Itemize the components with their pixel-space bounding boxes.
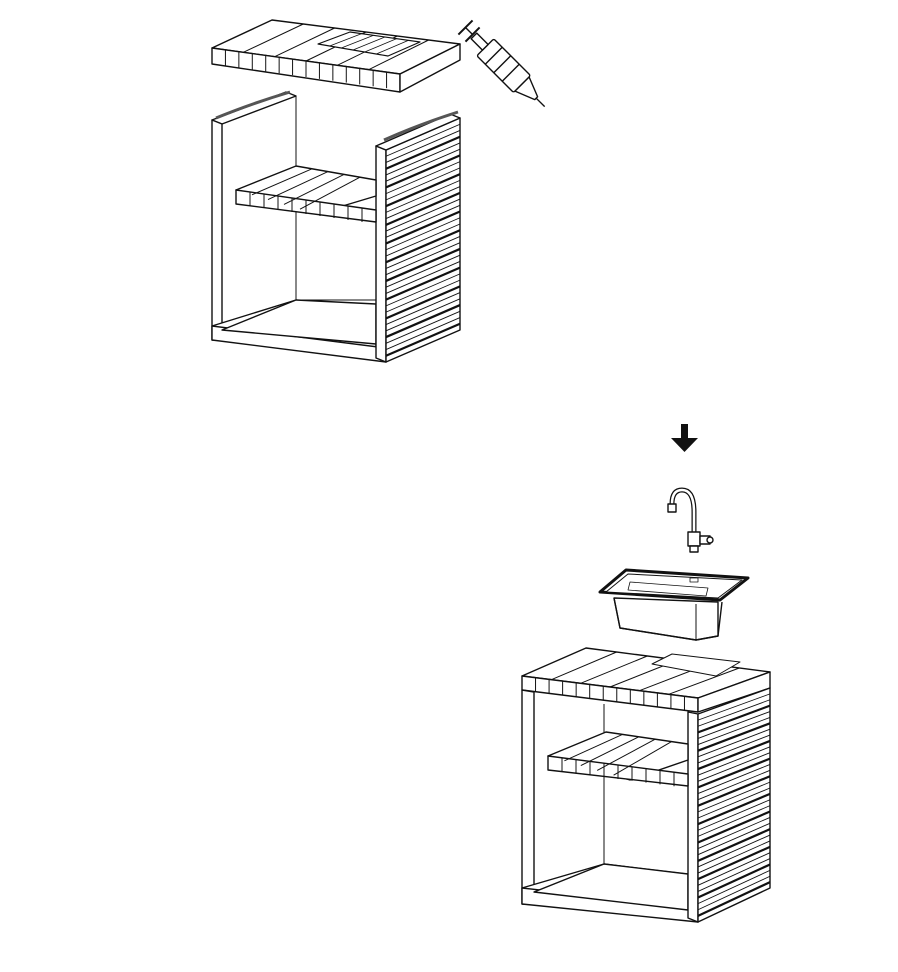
slat-line	[697, 716, 771, 746]
slat-line	[596, 738, 656, 771]
slat-line	[385, 304, 461, 339]
slat-line	[385, 186, 461, 220]
slat-line	[385, 123, 461, 157]
slat-line	[385, 236, 461, 269]
down-arrow-icon	[671, 424, 698, 452]
slat-line	[329, 33, 362, 47]
slat-line	[352, 36, 386, 51]
slat-line	[385, 148, 461, 182]
slat-line	[697, 881, 771, 917]
slat-line	[697, 722, 771, 752]
slat-line	[243, 23, 304, 53]
slat-line	[697, 746, 771, 776]
slat-line	[697, 711, 771, 739]
sink-basin-icon	[598, 568, 750, 641]
slat-line	[385, 161, 461, 195]
slat-line	[274, 27, 335, 58]
slat-line	[697, 852, 771, 886]
slat-line	[385, 204, 461, 238]
slat-line	[385, 242, 461, 276]
slat-line	[580, 736, 640, 767]
slat-line	[697, 816, 771, 850]
slat-line	[385, 223, 461, 257]
slat-line	[551, 651, 617, 681]
slat-line	[564, 733, 623, 762]
slat-line	[341, 34, 374, 49]
slat-line	[697, 810, 771, 844]
slat-line	[385, 173, 461, 208]
slat-line	[385, 260, 461, 294]
slat-line	[385, 247, 461, 282]
slat-line	[697, 840, 771, 874]
slat-line	[697, 734, 771, 764]
slat-line	[385, 285, 461, 320]
slat-line	[697, 863, 771, 899]
slat-line	[385, 135, 461, 170]
slat-line	[251, 168, 313, 196]
slat-line	[697, 781, 771, 813]
slat-line	[385, 310, 461, 344]
slat-line	[385, 167, 461, 201]
slat-line	[697, 764, 771, 794]
slat-line	[385, 279, 461, 313]
slat-line	[697, 739, 771, 771]
slat-line	[283, 173, 345, 205]
slat-line	[385, 191, 461, 226]
cabinet-frame	[211, 90, 461, 363]
slat-line	[385, 266, 461, 301]
countertop-panel	[211, 19, 461, 93]
slat-line	[385, 292, 461, 326]
slat-line	[364, 38, 397, 53]
adhesive-bead-right	[383, 110, 459, 142]
slat-line	[697, 805, 771, 837]
adhesive-bead-left	[215, 90, 291, 120]
slat-line	[385, 210, 461, 245]
slat-line	[697, 775, 771, 807]
installed-sink-opening	[651, 653, 741, 677]
slat-line	[697, 699, 771, 727]
slat-line	[385, 130, 461, 163]
slat-line	[368, 39, 429, 71]
slat-line	[580, 655, 648, 684]
slat-line	[697, 875, 771, 911]
slat-line	[385, 322, 461, 357]
slat-line	[697, 693, 771, 721]
adhesive-syringe-icon	[457, 19, 546, 108]
shelf-slats	[235, 165, 377, 223]
slat-line	[385, 198, 461, 232]
slat-line	[385, 317, 461, 350]
slat-line	[385, 179, 461, 213]
slat-line	[697, 769, 771, 801]
slat-line	[697, 845, 771, 881]
slat-line	[697, 828, 771, 862]
slat-line	[697, 752, 771, 782]
slat-line	[385, 142, 461, 176]
slat-line	[697, 869, 771, 905]
slat-line	[697, 799, 771, 831]
slat-line	[697, 822, 771, 856]
slat-line	[697, 757, 771, 789]
slat-line	[697, 858, 771, 892]
slat-line	[267, 171, 329, 201]
slat-line	[697, 787, 771, 819]
slat-line	[376, 39, 409, 55]
slat-line	[697, 834, 771, 868]
slat-line	[697, 728, 771, 758]
slat-line	[385, 154, 461, 189]
slat-line	[385, 273, 461, 307]
slat-line	[299, 176, 361, 210]
faucet-icon	[667, 487, 714, 553]
slat-line	[613, 741, 672, 776]
step-2-group	[521, 424, 771, 923]
slat-line	[697, 792, 771, 826]
assembled-cabinet	[521, 647, 771, 923]
slat-line	[697, 704, 771, 734]
slat-line	[385, 254, 461, 288]
slat-line	[385, 298, 461, 332]
slat-line	[668, 667, 740, 695]
slat-line	[385, 217, 461, 251]
slat-line	[385, 229, 461, 264]
step-1-group	[211, 19, 546, 363]
